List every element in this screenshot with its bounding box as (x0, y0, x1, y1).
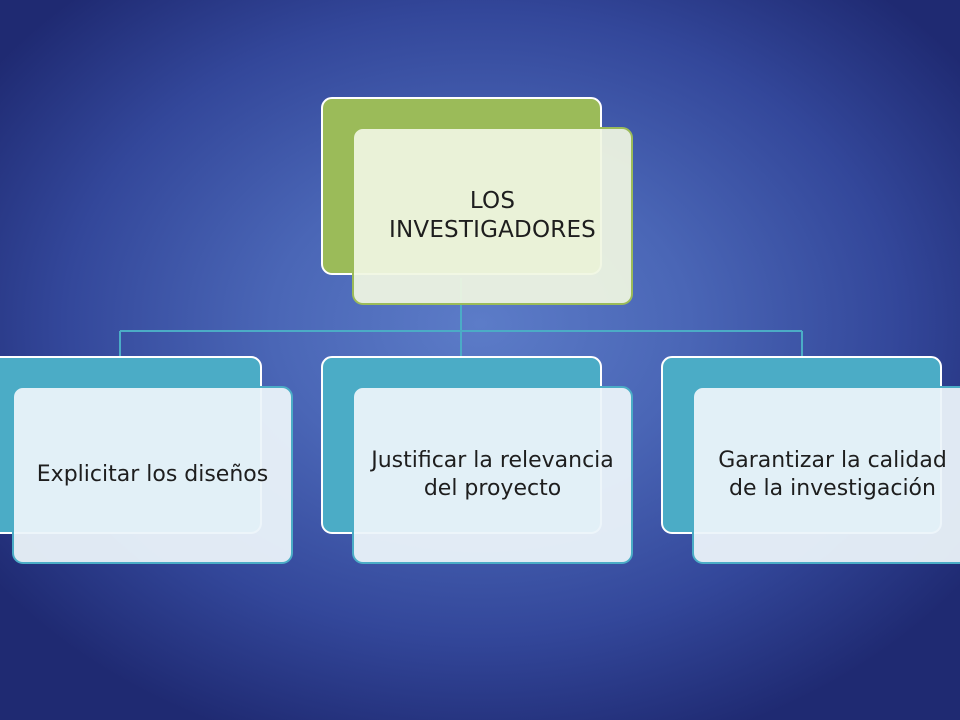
child-node-3-label: Garantizar la calidad de la investigació… (718, 447, 947, 501)
child-node-2-box: Justificar la relevancia del proyecto (352, 386, 633, 564)
child-node-2-label: Justificar la relevancia del proyecto (371, 447, 614, 501)
child-node-1-label: Explicitar los diseños (36, 461, 269, 487)
root-node-label: LOS INVESTIGADORES (389, 187, 596, 243)
child-node-1-box: Explicitar los diseños (12, 386, 293, 564)
child-node-3-box: Garantizar la calidad de la investigació… (692, 386, 960, 564)
root-node-box: LOS INVESTIGADORES (352, 127, 633, 305)
